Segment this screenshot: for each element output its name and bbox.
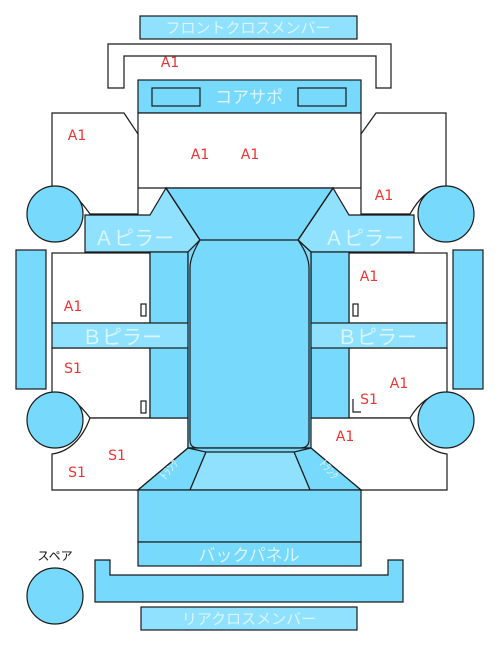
right-rear-door-handle — [352, 399, 361, 413]
rear-bumper[interactable] — [94, 559, 404, 603]
front-cross-member-label: フロントクロスメンバー — [165, 19, 330, 37]
damage-mark: S1 — [108, 448, 126, 464]
front-bumper-outline[interactable] — [107, 43, 392, 89]
left-front-door-handle — [140, 303, 147, 317]
left-b-pillar[interactable] — [51, 322, 193, 349]
core-support-left-box — [151, 87, 201, 107]
front-left-tire[interactable] — [26, 185, 84, 243]
damage-mark: S1 — [64, 361, 82, 377]
damage-mark: A1 — [336, 429, 354, 445]
spare-tire-label: スペア — [37, 549, 72, 563]
back-panel-lower[interactable] — [137, 541, 362, 567]
left-side-sill[interactable] — [15, 249, 47, 390]
right-a-pillar-label: Ａピラー — [324, 226, 404, 250]
damage-mark: S1 — [68, 465, 86, 481]
damage-mark: A1 — [360, 269, 378, 285]
damage-mark: A1 — [375, 188, 393, 204]
spare-tire[interactable] — [26, 567, 84, 625]
back-panel-label: バックパネル — [198, 546, 299, 566]
right-quarter-panel-outline[interactable] — [309, 417, 448, 491]
right-front-door-outline[interactable] — [348, 252, 448, 324]
damage-mark: S1 — [360, 392, 378, 408]
front-cross-member-bar[interactable] — [139, 15, 358, 40]
damage-mark: A1 — [241, 147, 259, 163]
right-front-door-handle — [352, 303, 359, 317]
right-b-pillar-label: Ｂピラー — [337, 325, 417, 349]
damage-mark: A1 — [64, 299, 82, 315]
windshield-line-left — [165, 187, 201, 241]
back-panel-upper[interactable] — [137, 489, 362, 543]
front-right-tire[interactable] — [417, 185, 475, 243]
damage-mark: A1 — [191, 147, 209, 163]
left-b-pillar-label: Ｂピラー — [82, 325, 162, 349]
core-support-right-box — [297, 87, 347, 107]
damage-mark: A1 — [390, 376, 408, 392]
rear-cross-member-label: リアクロスメンバー — [182, 610, 316, 628]
core-support-label: コアサポ — [215, 88, 283, 108]
rear-right-tire[interactable] — [417, 391, 475, 449]
left-a-pillar-label: Ａピラー — [94, 226, 174, 250]
rear-left-tire[interactable] — [26, 391, 84, 449]
left-rear-door-handle — [140, 400, 147, 414]
roof-panel[interactable] — [189, 239, 310, 449]
left-front-door-outline[interactable] — [51, 252, 151, 324]
damage-mark: A1 — [68, 128, 86, 144]
damage-mark: A1 — [161, 55, 179, 71]
trunk-lid[interactable] — [189, 451, 311, 491]
rear-cross-member-bar[interactable] — [140, 606, 358, 631]
windshield-line-right — [297, 187, 334, 241]
right-side-sill[interactable] — [452, 249, 484, 390]
